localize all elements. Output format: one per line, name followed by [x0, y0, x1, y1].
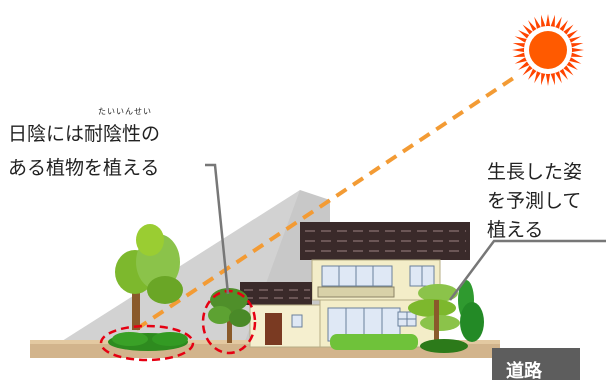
road-label: 道路: [506, 361, 542, 382]
trees-right: [408, 280, 484, 342]
leader-shade: [205, 163, 230, 295]
groundcover-right: [420, 339, 468, 353]
growth-label-line2: を予測して: [487, 190, 582, 212]
road: [492, 348, 580, 380]
shade-tolerance-ruby: たいいんせい: [98, 107, 152, 116]
groundcover-left: [108, 332, 188, 351]
growth-label-line3: 植える: [487, 219, 544, 241]
shade-label-line2: ある植物を植える: [8, 157, 160, 179]
growth-label-line1: 生長した姿: [487, 161, 583, 183]
sun-icon: [512, 14, 584, 86]
highlight-groundcover: [99, 324, 195, 362]
tree-left-large: [115, 224, 183, 330]
hedge: [330, 334, 418, 350]
leader-growth: [448, 239, 606, 301]
highlight-shade-tree: [201, 289, 257, 355]
shade-label-line1: 日陰には耐陰性の: [8, 123, 161, 145]
